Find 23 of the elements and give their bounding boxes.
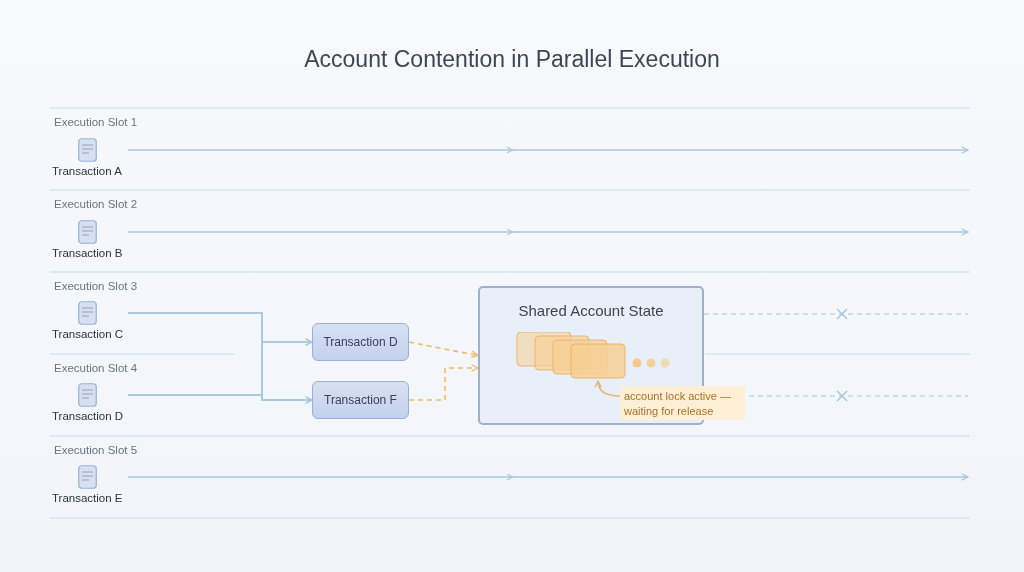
leader-arrow: [594, 380, 621, 397]
node-label: Transaction C: [52, 328, 124, 340]
arrow: [127, 473, 969, 481]
arrow: [127, 146, 969, 154]
process-box: Transaction F: [312, 381, 409, 419]
arrow: [408, 341, 479, 359]
node-label: Transaction A: [52, 165, 122, 177]
callout-note: account lock active — waiting for release: [620, 386, 745, 420]
node-label: Transaction B: [52, 247, 123, 259]
lane-label: Execution Slot 2: [54, 198, 138, 210]
arrow: [408, 364, 479, 401]
node-label: Transaction E: [52, 492, 123, 504]
arrow: [127, 228, 969, 236]
node-label: Transaction D: [52, 410, 124, 422]
dashed-line: [703, 313, 969, 315]
arrow: [127, 394, 313, 404]
lane-label: Execution Slot 5: [54, 444, 138, 456]
lane-label: Execution Slot 3: [54, 280, 138, 292]
panel-title: Shared Account State: [517, 302, 665, 319]
diagram-title: Account Contention in Parallel Execution: [303, 46, 721, 73]
process-box: Transaction D: [312, 323, 409, 361]
lane-label: Execution Slot 4: [54, 362, 138, 374]
lane-label: Execution Slot 1: [54, 116, 138, 128]
